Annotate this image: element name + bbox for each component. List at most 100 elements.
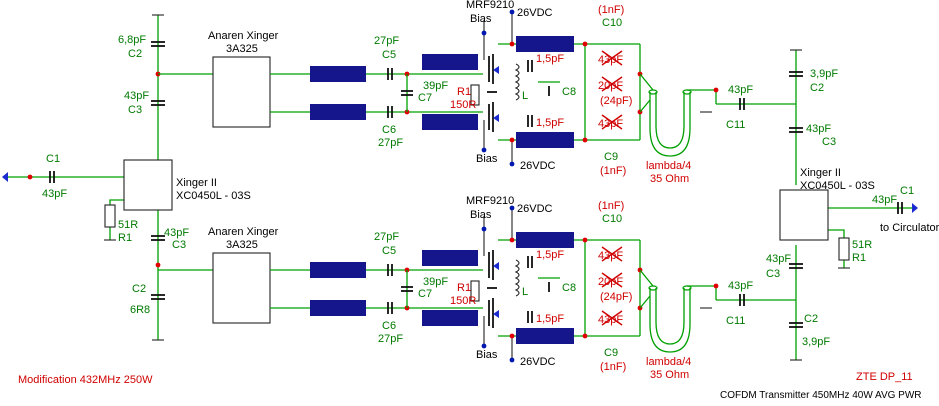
input-node-dot xyxy=(27,174,33,180)
bias-top-label: Bias xyxy=(470,209,492,221)
c6-value: 27pF xyxy=(378,333,403,345)
c2-top-value: 6,8pF xyxy=(118,34,146,46)
coax-feed xyxy=(639,295,651,309)
node xyxy=(582,137,588,143)
c3-top-cap xyxy=(151,100,165,106)
ohm-label: 35 Ohm xyxy=(650,369,689,381)
drain-stripline-lower xyxy=(516,132,574,148)
vdc-dot xyxy=(509,9,515,15)
c8-label: C8 xyxy=(562,282,576,294)
c9-name: C9 xyxy=(604,347,618,359)
c11-value: 43pF xyxy=(728,280,753,292)
node xyxy=(713,87,719,93)
c3-out-top-name: C3 xyxy=(822,136,836,148)
c2-out-bot-cap xyxy=(789,322,803,328)
c1-in-value: 43pF xyxy=(42,188,67,200)
c3-bot-name: C3 xyxy=(172,239,186,251)
bias-top-label: Bias xyxy=(470,13,492,25)
bias-bot-label: Bias xyxy=(476,153,498,165)
mrf9210-label: MRF9210 xyxy=(466,195,514,207)
c1-out-name: C1 xyxy=(900,185,914,197)
crossed-cap-value: 20pF xyxy=(598,80,623,92)
coax-feed xyxy=(639,269,654,287)
cross-out-mark xyxy=(601,50,623,66)
vdc-top-label: 26VDC xyxy=(517,203,553,215)
coax-feed xyxy=(639,99,651,113)
anaren-coupler xyxy=(212,252,271,324)
gate-stripline-upper xyxy=(422,250,478,266)
anaren-part: 3A325 xyxy=(226,239,258,251)
input-port-icon xyxy=(2,172,8,182)
anaren-coupler xyxy=(212,56,271,128)
mosfet-arrow-icon xyxy=(493,262,499,270)
c1-out-cap xyxy=(897,202,903,214)
ohm-label: 35 Ohm xyxy=(650,173,689,185)
lambda-label: lambda/4 xyxy=(646,160,691,172)
lambda-quarter-line xyxy=(655,288,685,345)
inductor-label: L xyxy=(522,90,528,102)
drain-stripline-upper xyxy=(516,36,574,52)
lambda-quarter-line xyxy=(649,92,691,157)
r1-150-value: 150R xyxy=(450,99,476,111)
bias-bot-label: Bias xyxy=(476,349,498,361)
node xyxy=(582,41,588,47)
mrf9210-label: MRF9210 xyxy=(466,0,514,11)
crossed-cap-value: 20pF xyxy=(598,276,623,288)
r1-out-name: R1 xyxy=(852,252,866,264)
bias-dot xyxy=(481,343,487,349)
crossed-cap-value: 43pF xyxy=(598,250,623,262)
c3-bot-cap xyxy=(151,235,165,241)
r1-input-resistor xyxy=(104,204,116,228)
c10-name: C10 xyxy=(602,213,622,225)
pf15-lower: 1,5pF xyxy=(536,313,564,325)
inductor-L xyxy=(514,259,520,297)
cross-out-mark xyxy=(601,246,623,262)
node xyxy=(509,41,515,47)
c3-out-bot-value: 43pF xyxy=(766,253,791,265)
xinger-input-coupler xyxy=(123,159,173,211)
c11-name: C11 xyxy=(726,119,745,131)
c9-value: (1nF) xyxy=(600,165,626,177)
c3-bot-value: 43pF xyxy=(164,227,189,239)
c5-name: C5 xyxy=(382,49,396,61)
r1-150-resistor xyxy=(470,280,480,302)
crossed-cap-value: 43pF xyxy=(598,118,623,130)
r1-150-resistor xyxy=(470,84,480,106)
anaren-part: 3A325 xyxy=(226,43,258,55)
lambda-quarter-line xyxy=(649,288,691,353)
xinger-in-part: XC0450L - 03S xyxy=(176,190,251,202)
inductor-L xyxy=(514,63,520,101)
c1-input-cap xyxy=(49,171,55,183)
c1-out-value: 43pF xyxy=(872,194,897,206)
bias-dot xyxy=(481,30,487,36)
cross-out-mark xyxy=(601,310,623,326)
c11-value: 43pF xyxy=(728,84,753,96)
c7-name: C7 xyxy=(418,288,432,300)
r1-output-resistor xyxy=(838,237,850,261)
zte-label: ZTE DP_11 xyxy=(856,371,913,383)
modification-note: Modification 432MHz 250W xyxy=(18,374,153,386)
crossed-cap-value: 43pF xyxy=(598,54,623,66)
cross-out-mark xyxy=(601,272,623,288)
c3-top-value: 43pF xyxy=(124,90,149,102)
mosfet-arrow-icon xyxy=(493,66,499,74)
mosfet-arrow-icon xyxy=(493,114,499,122)
node xyxy=(509,237,515,243)
c2-top-cap xyxy=(151,41,165,47)
c1-in-name: C1 xyxy=(46,153,60,165)
c2-bot-name: C2 xyxy=(132,283,146,295)
c7-value: 39pF xyxy=(423,276,448,288)
input-stripline-upper xyxy=(310,66,366,82)
input-stripline-upper xyxy=(310,262,366,278)
pf15-upper: 1,5pF xyxy=(536,53,564,65)
vdc-top-label: 26VDC xyxy=(517,7,553,19)
xinger-out-part: XC0450L - 03S xyxy=(800,180,875,192)
bias-dot xyxy=(481,147,487,153)
pf24-label: (24pF) xyxy=(600,95,632,107)
r1-in-name: R1 xyxy=(118,232,132,244)
node xyxy=(509,333,515,339)
c2-out-top-value: 3,9pF xyxy=(810,68,838,80)
